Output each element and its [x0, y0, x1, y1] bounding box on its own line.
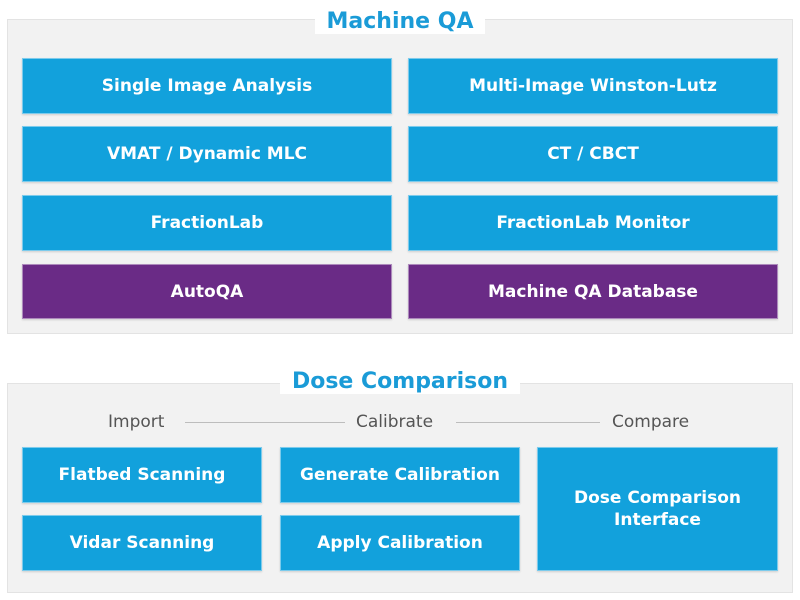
tile-vidar-scanning[interactable]: Vidar Scanning — [22, 515, 262, 571]
tile-single-image-analysis[interactable]: Single Image Analysis — [22, 58, 392, 114]
tile-vmat-dynamic-mlc[interactable]: VMAT / Dynamic MLC — [22, 126, 392, 182]
step-calibrate-label: Calibrate — [356, 412, 434, 432]
tile-autoqa[interactable]: AutoQA — [22, 264, 392, 319]
dose-comparison-title: Dose Comparison — [0, 369, 800, 395]
step-import-label: Import — [108, 412, 165, 432]
tile-ct-cbct[interactable]: CT / CBCT — [408, 126, 778, 182]
dose-comparison-title-text: Dose Comparison — [279, 369, 521, 394]
tile-fractionlab[interactable]: FractionLab — [22, 195, 392, 251]
machine-qa-title: Machine QA — [0, 9, 800, 35]
tile-multi-image-winston-lutz[interactable]: Multi-Image Winston-Lutz — [408, 58, 778, 114]
step-connector-line — [456, 422, 600, 423]
tile-dose-comparison-interface[interactable]: Dose Comparison Interface — [537, 447, 778, 571]
tile-generate-calibration[interactable]: Generate Calibration — [280, 447, 520, 503]
step-compare-label: Compare — [612, 412, 690, 432]
tile-fractionlab-monitor[interactable]: FractionLab Monitor — [408, 195, 778, 251]
step-connector-line — [185, 422, 345, 423]
machine-qa-title-text: Machine QA — [314, 9, 486, 34]
tile-machine-qa-database[interactable]: Machine QA Database — [408, 264, 778, 319]
tile-apply-calibration[interactable]: Apply Calibration — [280, 515, 520, 571]
tile-flatbed-scanning[interactable]: Flatbed Scanning — [22, 447, 262, 503]
